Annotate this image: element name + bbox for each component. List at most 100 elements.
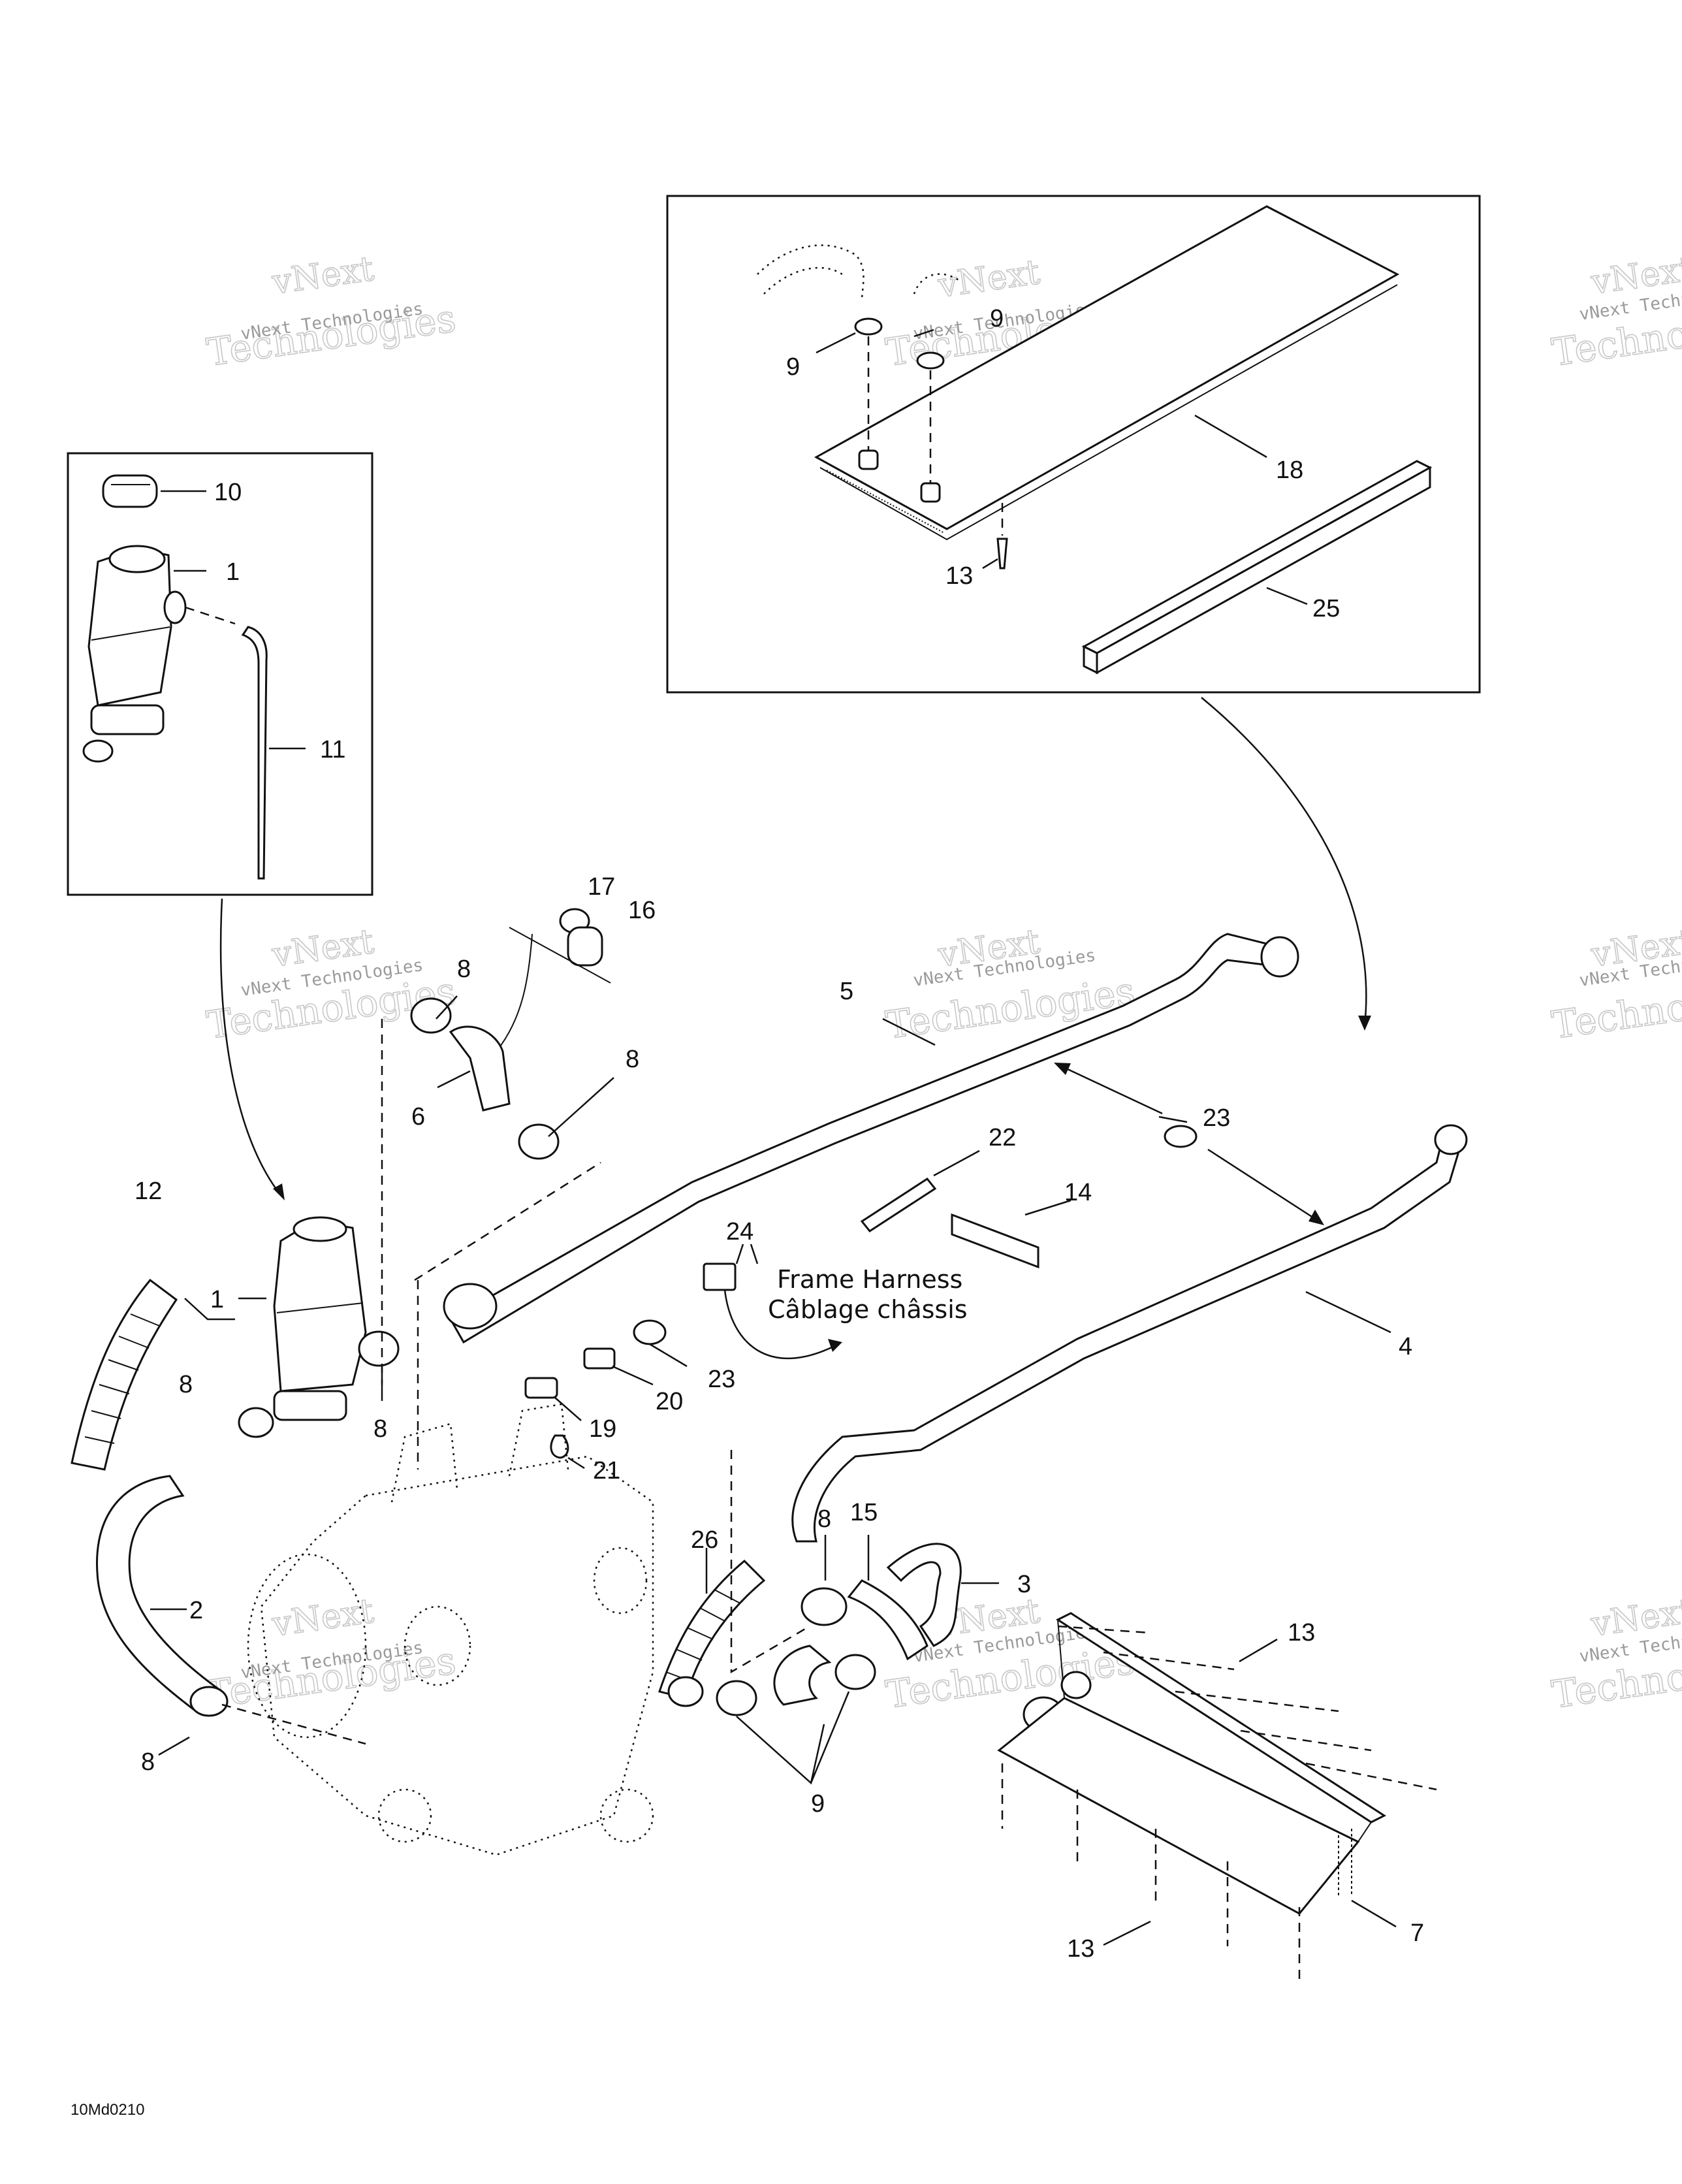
coolant-hose-3	[886, 1543, 962, 1647]
watermark: vNext Technologies vNext Technologies	[1549, 1591, 1682, 1718]
callout-8: 8	[373, 1415, 387, 1443]
elbow-hose-6	[449, 1025, 511, 1112]
elbow-hose	[773, 1645, 832, 1706]
engine-cylinder	[508, 1403, 569, 1477]
watermark: vNext Technologies vNext Technologies	[1549, 922, 1682, 1048]
diagram-code: 10Md0210	[71, 2101, 144, 2119]
hose-12-corrugation	[84, 1313, 160, 1444]
leader-line	[735, 1244, 759, 1264]
leader-line	[1158, 1116, 1188, 1123]
leader-line	[1305, 1291, 1391, 1334]
axis-line	[1001, 1763, 1301, 1985]
arrowhead	[828, 1339, 842, 1352]
callout-8: 8	[457, 956, 471, 983]
hose-stub-left	[757, 244, 865, 301]
clamp-8-lower	[518, 1123, 560, 1160]
hose-stub-right	[913, 273, 960, 295]
harness-wire	[723, 1289, 836, 1360]
routing-arrow	[1207, 1148, 1320, 1223]
tie-23-lower	[633, 1319, 667, 1345]
routing-line	[730, 1450, 810, 1674]
callout-25: 25	[1312, 595, 1340, 622]
hose-2-end	[189, 1686, 229, 1717]
callout-19: 19	[589, 1415, 616, 1443]
callout-13: 13	[1288, 1619, 1315, 1646]
heat-exchanger-port	[1060, 1671, 1092, 1699]
leader-arrow-reservoir	[219, 898, 281, 1196]
connector-20	[583, 1347, 616, 1370]
reservoir-outlet-installed	[273, 1390, 347, 1421]
radiator-assembly	[757, 205, 1433, 675]
watermark-big-top: vNext	[935, 253, 1042, 306]
leader-line	[1024, 1199, 1071, 1216]
plug-16	[567, 926, 603, 967]
corrugated-hose-26	[658, 1559, 766, 1699]
hose-4-end	[1434, 1124, 1468, 1155]
engine-flywheel	[247, 1553, 367, 1739]
clamp-8-mid	[801, 1587, 848, 1626]
connector-24	[703, 1262, 737, 1291]
callout-8: 8	[817, 1505, 831, 1533]
reservoir-seam	[91, 626, 170, 641]
engine-port	[404, 1605, 471, 1686]
hose-5-end	[1260, 936, 1299, 978]
leader-line	[509, 927, 611, 984]
callout-7: 7	[1410, 1919, 1424, 1947]
grommet-9-a	[716, 1680, 757, 1716]
callout-8: 8	[141, 1748, 155, 1776]
callout-1: 1	[210, 1286, 224, 1313]
callout-18: 18	[1276, 457, 1303, 484]
routing-line	[414, 1161, 601, 1281]
engine-outlet	[593, 1547, 648, 1614]
callout-3: 3	[1017, 1571, 1031, 1598]
arrowhead	[273, 1183, 285, 1200]
callout-2: 2	[189, 1597, 203, 1624]
leader-line	[554, 1397, 582, 1421]
hose-stub-left-inner	[763, 266, 843, 295]
leader-line	[913, 329, 934, 338]
leader-line	[184, 1298, 235, 1321]
coolant-hose-4	[791, 1134, 1461, 1543]
callout-24: 24	[726, 1218, 754, 1245]
corrugated-hose-15	[847, 1579, 928, 1661]
callout-13: 13	[945, 562, 973, 590]
callout-9: 9	[811, 1790, 825, 1818]
leader-line	[816, 332, 856, 354]
leader-line	[437, 1070, 471, 1089]
overflow-hose-11	[241, 626, 268, 880]
protector-rail-groove	[1103, 472, 1421, 650]
leader-arrow-radiator	[1201, 697, 1367, 1026]
callout-17: 17	[588, 873, 615, 901]
reservoir-inset-box	[67, 452, 373, 896]
heat-exchanger-7-fins	[1338, 1829, 1352, 1897]
radiator-inset-box	[666, 195, 1481, 694]
watermark: vNext Technologies vNext Technologies	[204, 249, 459, 376]
reservoir-seam	[276, 1302, 364, 1313]
coolant-reservoir-1-installed	[273, 1220, 367, 1392]
callout-10: 10	[214, 479, 242, 506]
frame-harness-label-en: Frame Harness	[777, 1265, 962, 1294]
radiator-panel	[814, 205, 1400, 530]
callout-9: 9	[990, 305, 1004, 332]
leader-lines	[150, 329, 1397, 1946]
reservoir-neck-installed	[293, 1216, 347, 1242]
leader-line	[436, 995, 458, 1020]
clamp-8-reservoir	[358, 1330, 400, 1367]
callout-4: 4	[1399, 1333, 1412, 1360]
leader-line	[158, 1736, 190, 1756]
main-assembly	[71, 697, 1468, 1985]
leader-line	[612, 1365, 654, 1386]
coolant-hose-2	[96, 1475, 224, 1712]
radiator-fins	[826, 470, 945, 534]
leader-line	[736, 1691, 850, 1785]
callout-15: 15	[850, 1499, 878, 1526]
leader-line	[882, 1018, 936, 1046]
callout-16: 16	[628, 897, 656, 924]
engine-cylinder	[390, 1422, 458, 1503]
routing-line	[221, 1703, 366, 1745]
frame-harness-label-fr: Câblage châssis	[768, 1295, 968, 1324]
arrowhead	[1054, 1063, 1071, 1075]
engine-fitting	[377, 1788, 432, 1843]
callout-26: 26	[691, 1526, 718, 1554]
